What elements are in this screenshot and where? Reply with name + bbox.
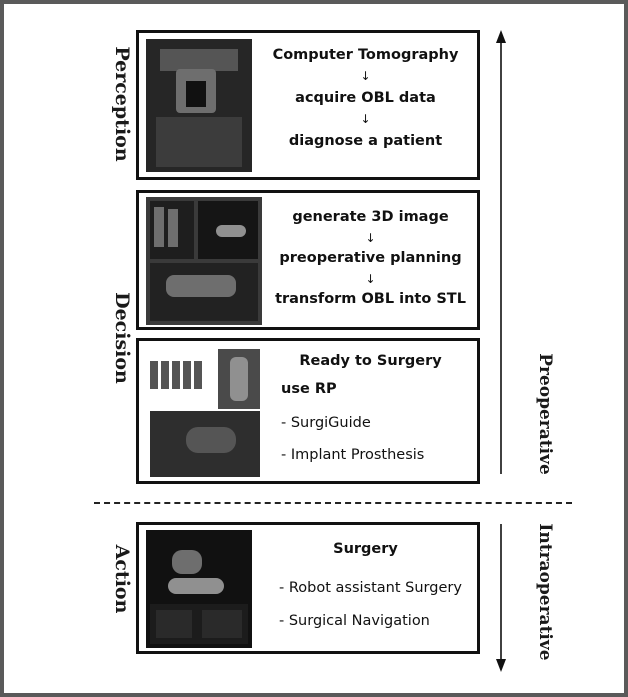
arrow-icon: ↓ — [365, 231, 376, 245]
item-surgiguide: - SurgiGuide — [281, 415, 371, 431]
surgery-photo — [146, 530, 252, 648]
phase-label-intraoperative: Intraoperative — [535, 523, 555, 661]
item-implant-prosthesis: - Implant Prosthesis — [281, 447, 425, 463]
arrow-icon: ↓ — [360, 112, 371, 126]
item-surgical-navigation: - Surgical Navigation — [279, 613, 430, 629]
ct-scanner-photo — [146, 39, 252, 172]
step-preoperative-planning: preoperative planning — [279, 250, 462, 266]
box-surgery: Surgery - Robot assistant Surgery - Surg… — [136, 522, 480, 654]
phase-separator — [94, 502, 572, 504]
implant-models-photo — [146, 345, 262, 479]
box-ready-to-surgery: Ready to Surgery use RP - SurgiGuide - I… — [136, 338, 480, 484]
ct-slices-photo — [146, 197, 262, 325]
step-diagnose-patient: diagnose a patient — [288, 133, 443, 149]
step-generate-3d-image: generate 3D image — [292, 209, 449, 225]
step-transform-obl-stl: transform OBL into STL — [275, 291, 466, 307]
arrow-icon: ↓ — [360, 69, 371, 83]
step-acquire-obl-data: acquire OBL data — [295, 90, 436, 106]
item-robot-assistant-surgery: - Robot assistant Surgery — [279, 580, 462, 596]
ready-to-surgery-heading: Ready to Surgery — [299, 353, 442, 369]
stage-label-decision: Decision — [111, 292, 133, 384]
phase-label-preoperative: Preoperative — [535, 353, 555, 475]
box-planning: generate 3D image ↓ preoperative plannin… — [136, 190, 480, 330]
intraoperative-arrow-head — [496, 659, 506, 672]
step-computer-tomography: Computer Tomography — [272, 47, 459, 63]
surgery-heading: Surgery — [333, 541, 398, 557]
preoperative-arrow-head — [496, 30, 506, 43]
stage-label-perception: Perception — [111, 46, 133, 162]
stage-label-action: Action — [111, 544, 133, 614]
arrow-icon: ↓ — [365, 272, 376, 286]
box-perception: Computer Tomography ↓ acquire OBL data ↓… — [136, 30, 480, 180]
use-rp-label: use RP — [281, 381, 337, 397]
